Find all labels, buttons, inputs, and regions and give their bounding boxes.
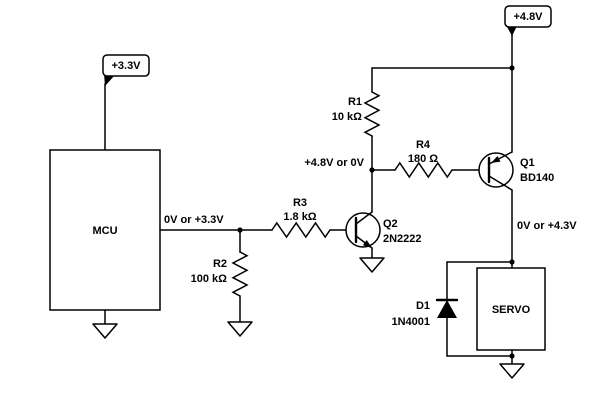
- vcc-4v8-flag-body: [504, 5, 552, 28]
- q2-value-label: 2N2222: [383, 233, 422, 245]
- r3-ref-label: R3: [293, 197, 307, 209]
- junction-dot: [509, 353, 515, 359]
- net-label-mcu-out: 0V or +3.3V: [164, 214, 224, 226]
- q1-value-label: BD140: [520, 172, 554, 184]
- q1-collector-lead: [488, 175, 513, 191]
- vcc-3v3-flag-tail: [104, 74, 115, 86]
- resistor-r2: R2 100 kΩ: [191, 229, 253, 337]
- q2-collector-lead: [355, 211, 373, 225]
- servo-box: [476, 267, 546, 351]
- transistor-q2: Q2 2N2222: [345, 169, 422, 273]
- r2-value-label: 100 kΩ: [191, 273, 228, 285]
- d1-anode-triangle: [437, 300, 457, 318]
- q1-body: [478, 152, 514, 188]
- r3-value-label: 1.8 kΩ: [283, 211, 316, 223]
- ground-symbol-servo: [499, 363, 525, 379]
- servo-block: SERVO: [476, 267, 546, 379]
- vcc-3v3-flag-body: [102, 54, 150, 77]
- resistor-r4-symbol: [394, 161, 453, 179]
- q1-emitter-arrow: [491, 156, 501, 163]
- vcc-3v3-flag: +3.3V: [102, 54, 150, 151]
- net-q1-collector: 0V or +4.3V: [509, 220, 577, 265]
- r1-value-label: 10 kΩ: [332, 111, 362, 123]
- mcu-box: [49, 149, 161, 311]
- r1-ref-label: R1: [348, 96, 362, 108]
- vcc-4v8-flag: +4.8V: [504, 5, 552, 69]
- resistor-r3-symbol: [271, 221, 331, 239]
- mcu-block: MCU: [49, 149, 161, 339]
- resistor-r1-symbol: [363, 91, 381, 137]
- r2-ref-label: R2: [213, 258, 227, 270]
- q1-ref-label: Q1: [520, 157, 535, 169]
- q2-ref-label: Q2: [383, 218, 398, 230]
- ground-symbol-q2: [359, 257, 385, 273]
- diode-d1: D1 1N4001: [391, 261, 513, 357]
- q2-body: [345, 212, 381, 248]
- d1-value-label: 1N4001: [391, 316, 430, 328]
- vcc-4v8-label: +4.8V: [513, 11, 543, 23]
- net-label-q2-collector: +4.8V or 0V: [304, 157, 364, 169]
- resistor-r4: R4 180 Ω: [371, 139, 490, 179]
- transistor-q1: Q1 BD140: [478, 67, 554, 269]
- net-q2-collector: +4.8V or 0V: [304, 65, 515, 173]
- ground-symbol-mcu: [92, 323, 118, 339]
- resistor-r2-symbol: [231, 251, 249, 297]
- mcu-label: MCU: [92, 225, 117, 237]
- net-label-q1-collector: 0V or +4.3V: [517, 220, 577, 232]
- r4-ref-label: R4: [416, 139, 431, 151]
- r4-value-label: 180 Ω: [408, 153, 438, 165]
- servo-label: SERVO: [492, 304, 531, 316]
- resistor-r3: R3 1.8 kΩ: [271, 197, 357, 239]
- vcc-3v3-label: +3.3V: [111, 60, 141, 72]
- q2-emitter-arrow: [362, 240, 372, 248]
- ground-symbol-r2: [227, 321, 253, 337]
- net-mcu-out: 0V or +3.3V: [159, 214, 273, 233]
- resistor-r1: R1 10 kΩ: [332, 67, 381, 171]
- d1-ref-label: D1: [416, 300, 430, 312]
